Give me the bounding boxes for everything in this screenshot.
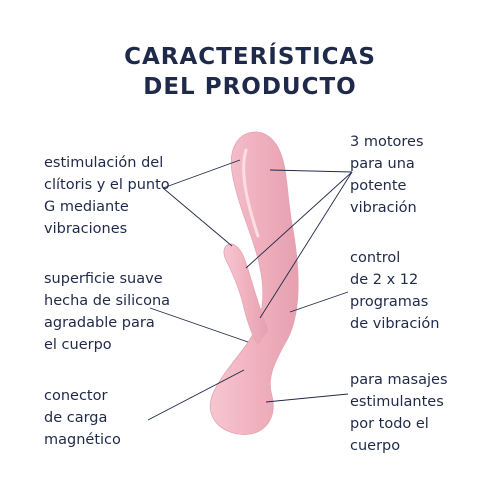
callout-line: de 2 x 12	[350, 272, 419, 288]
product-highlight	[242, 148, 260, 238]
title-line-2: DEL PRODUCTO	[143, 74, 357, 100]
title-line-1: CARACTERÍSTICAS	[124, 44, 376, 70]
leader-line-charger	[147, 369, 245, 421]
callout-line: cuerpo	[350, 438, 401, 454]
callout-line: hecha de silicona	[44, 293, 171, 309]
callout-line: vibraciones	[44, 221, 128, 237]
leader-line-motors-1	[269, 169, 353, 173]
leader-line-massage	[265, 393, 349, 403]
callout-line: agradable para	[44, 315, 155, 331]
callout-line: estimulación del	[44, 155, 164, 171]
callout-line: estimulantes	[350, 394, 444, 410]
callout-line: de vibración	[350, 316, 440, 332]
callout-line: control	[350, 250, 401, 266]
callout-line: G mediante	[44, 199, 129, 215]
callout-line: el cuerpo	[44, 337, 112, 353]
product-body	[210, 131, 299, 435]
leader-line-motors-2	[245, 171, 353, 269]
page-title: CARACTERÍSTICAS DEL PRODUCTO	[0, 42, 500, 102]
callout-line: programas	[350, 294, 429, 310]
callout-line: superficie suave	[44, 271, 163, 287]
callout-line: de carga	[44, 410, 108, 426]
leader-line-silicone	[149, 307, 249, 343]
callout-line: magnético	[44, 432, 121, 448]
callout-line: clítoris y el punto	[44, 177, 170, 193]
callout-line: potente	[350, 178, 407, 194]
callout-silicone-surface: superficie suave hecha de silicona agrad…	[44, 268, 170, 356]
callout-line: conector	[44, 388, 108, 404]
callout-line: 3 motores	[350, 134, 424, 150]
product-clitoral-arm	[223, 243, 269, 345]
leader-line-clitoral-1	[162, 159, 241, 189]
callout-vibration-control: control de 2 x 12 programas de vibración	[350, 247, 439, 335]
callout-line: para masajes	[350, 372, 448, 388]
callout-body-massage: para masajes estimulantes por todo el cu…	[350, 369, 448, 457]
callout-line: por todo el	[350, 416, 429, 432]
leader-line-control	[289, 291, 349, 313]
callout-line: para una	[350, 156, 415, 172]
callout-magnetic-charger: conector de carga magnético	[44, 385, 121, 451]
leader-line-clitoral-2	[162, 187, 233, 247]
callout-three-motors: 3 motores para una potente vibración	[350, 131, 424, 219]
callout-line: vibración	[350, 200, 417, 216]
leader-line-motors-3	[259, 171, 353, 319]
callout-clitoral-stimulation: estimulación del clítoris y el punto G m…	[44, 152, 170, 240]
